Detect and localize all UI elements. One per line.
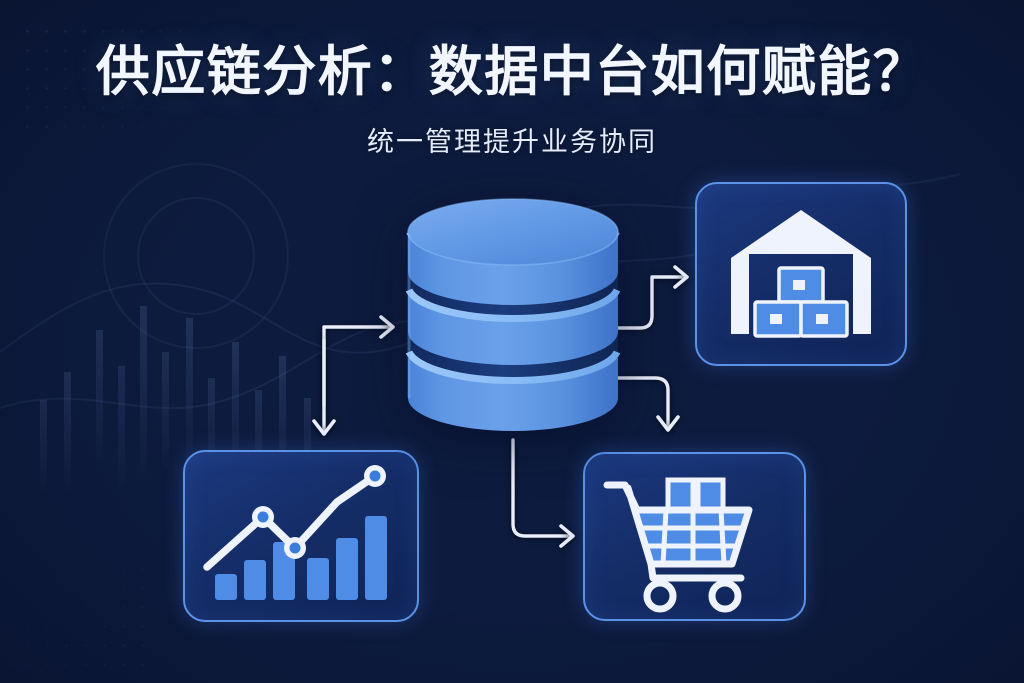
database-icon — [405, 198, 621, 431]
chart-node-2-center — [289, 542, 301, 554]
cart-lower-rail — [647, 560, 745, 582]
chart-node-1-center — [257, 511, 269, 523]
cart-basket-grid — [640, 507, 747, 567]
shopping-cart-icon — [603, 477, 753, 613]
warehouse-frame — [731, 210, 871, 334]
chart-bar-4 — [307, 558, 329, 600]
page-title: 供应链分析：数据中台如何赋能？ — [95, 42, 929, 102]
chart-nodes — [252, 465, 386, 559]
db-rim-bottom — [405, 350, 621, 384]
cart-wheel-left — [643, 579, 677, 613]
db-gap-upper — [408, 272, 618, 321]
cart-item-left — [665, 477, 696, 513]
chart-bar-2 — [244, 560, 266, 600]
connector-hub-to-analytics — [312, 338, 336, 436]
db-top-face — [408, 199, 618, 265]
dot-grid-pattern-top-left — [18, 22, 218, 142]
db-rim-middle — [405, 288, 621, 322]
warehouse-icon — [731, 210, 871, 338]
warehouse-box-top-label — [793, 280, 805, 290]
cart-items — [665, 477, 726, 513]
chart-bar-1 — [215, 574, 237, 600]
warehouse-boxes — [753, 266, 849, 338]
page-subtitle: 统一管理提升业务协同 — [367, 127, 657, 158]
node-card-analytics[interactable] — [183, 450, 419, 622]
cart-item-right — [695, 477, 726, 513]
node-card-warehouse[interactable] — [695, 182, 907, 366]
warehouse-box-left-label — [770, 314, 782, 324]
connector-hub-to-cart-bottom — [511, 438, 575, 548]
db-top-edge — [407, 198, 619, 266]
connector-hub-to-warehouse — [610, 265, 689, 330]
bar-chart-line-icon — [203, 465, 387, 600]
cart-wheel-right — [708, 579, 742, 613]
warehouse-box-right-label — [816, 314, 828, 324]
node-card-cart[interactable] — [583, 452, 806, 621]
chart-node-3-center — [369, 470, 381, 482]
db-gap-lower — [408, 332, 618, 383]
chart-bar-6 — [365, 516, 387, 600]
database-cylinder — [400, 198, 626, 448]
chart-bars — [215, 516, 387, 600]
title-block: 供应链分析：数据中台如何赋能？ 统一管理提升业务协同 — [0, 42, 1024, 159]
chart-bar-5 — [336, 538, 358, 600]
dot-grid-pattern-bottom-left — [0, 560, 150, 670]
connector-hub-to-cart-right — [606, 376, 680, 432]
connector-analytics-to-hub — [322, 315, 395, 408]
